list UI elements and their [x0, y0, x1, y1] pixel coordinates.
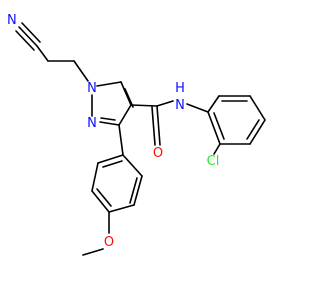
bond-c4-c3 — [118, 104, 132, 126]
bond-c4-carbonyl — [130, 104, 158, 107]
bond-carbonyl-o-2 — [151, 106, 156, 146]
bond-nitrile-triple-2 — [21, 22, 41, 43]
bond-c3-n2-inner — [100, 117, 116, 121]
bond-cp-6 — [207, 111, 221, 145]
bond-c3-n2 — [99, 121, 120, 126]
bond-c5-c4-inner — [124, 88, 134, 108]
bond-nitrile-triple-3 — [15, 30, 35, 51]
bond-mp-6 — [97, 154, 124, 164]
bond-mp-4-inner — [96, 188, 112, 207]
amide-h-label: H — [175, 81, 185, 96]
bond-n1-c5 — [96, 81, 122, 87]
bond-cp-4-inner — [246, 119, 260, 140]
methoxy-o-label: O — [104, 235, 114, 250]
bond-carbonyl-o-1 — [156, 105, 161, 146]
nitrile-n-label: N — [7, 13, 17, 28]
bond-mp-6-inner — [102, 160, 123, 168]
bond-o-methyl — [82, 248, 104, 256]
pyrazole-n1-label: N — [87, 81, 97, 96]
bond-cp-4 — [249, 119, 266, 145]
bond-mp-5 — [91, 162, 99, 192]
bond-cp-6-inner — [213, 112, 225, 140]
bond-mp-4 — [91, 190, 110, 213]
bond-cn-ch2 — [36, 45, 49, 62]
bond-carbonyl-n — [156, 100, 174, 107]
carbonyl-o-label: O — [153, 146, 163, 161]
bond-n-aryl — [186, 103, 209, 113]
bond-c5-c4 — [120, 81, 132, 106]
molecule-drawing: N N N N H O Cl O — [7, 13, 266, 256]
bond-nitrile-triple-1 — [18, 26, 38, 47]
bond-mp-3 — [108, 204, 135, 213]
amide-n-label: N — [175, 98, 185, 113]
bond-ch2-n1 — [73, 60, 89, 82]
bond-cp-1 — [207, 95, 220, 113]
chloro-label: Cl — [207, 154, 220, 169]
bond-mp-2-inner — [129, 177, 138, 204]
pyrazole-n2-label: N — [87, 116, 97, 131]
bond-c-cl — [213, 143, 221, 155]
bond-mp-1 — [122, 154, 143, 177]
bond-cp-3 — [249, 95, 266, 121]
bond-c3-aryl — [118, 124, 124, 156]
bond-mp-2 — [133, 175, 143, 206]
structure-svg: N N N N H O Cl O — [7, 13, 266, 256]
